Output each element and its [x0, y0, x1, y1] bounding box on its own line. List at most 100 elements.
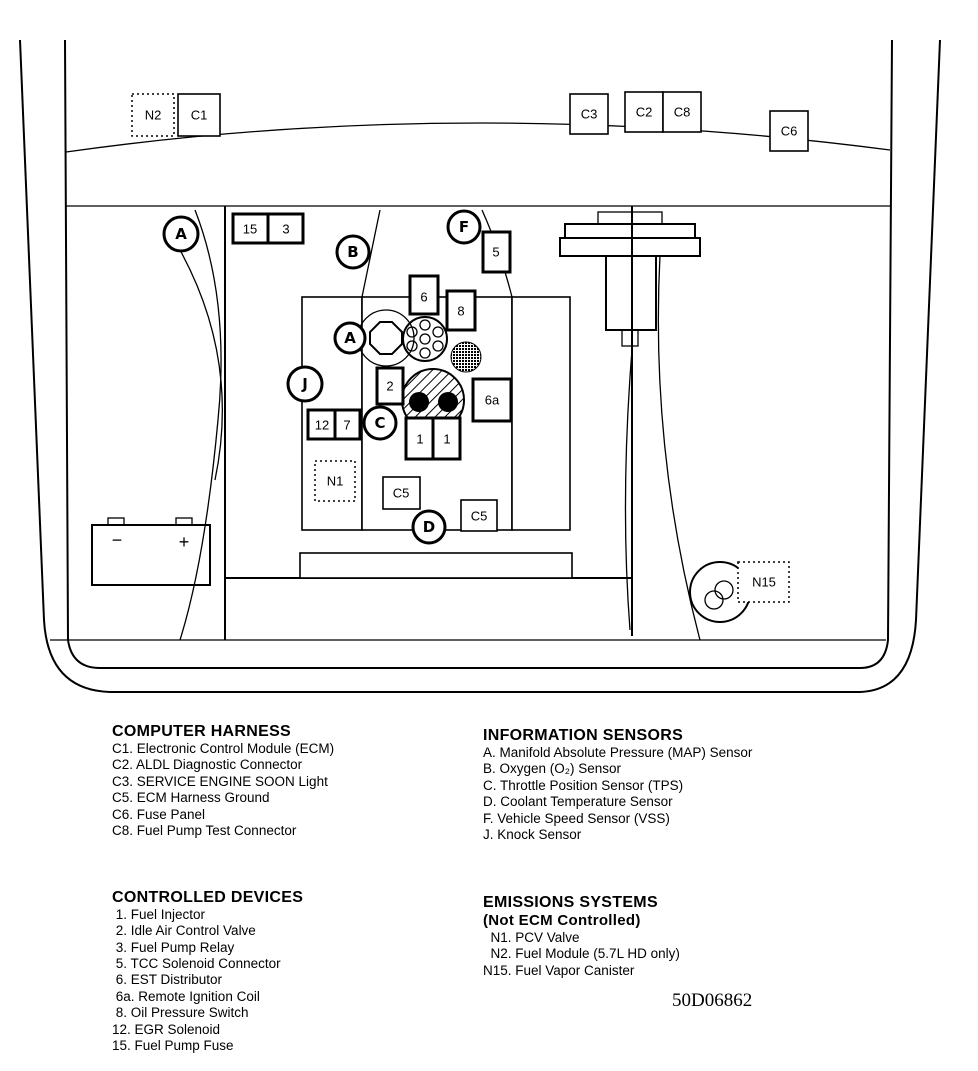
c8-fuel-pump-test-connector	[662, 91, 702, 133]
legend-item: C6. Fuse Panel	[112, 806, 206, 822]
box-7	[333, 408, 362, 441]
legend-item: 3. Fuel Pump Relay	[112, 939, 235, 955]
n1-pcv-valve	[314, 460, 356, 502]
air-cleaner-assembly	[559, 211, 701, 347]
sensor-j-marker	[286, 365, 324, 403]
legend-item: C3. SERVICE ENGINE SOON Light	[112, 773, 328, 789]
c6-label: C6	[781, 124, 798, 139]
oil-filler	[450, 341, 482, 373]
label-7: 7	[343, 418, 350, 433]
label-15: 15	[243, 222, 257, 237]
legend-item: C5. ECM Harness Ground	[112, 790, 270, 806]
c8-label: C8	[674, 105, 691, 120]
tcc-solenoid-connector-5	[481, 230, 512, 274]
legend-item: F. Vehicle Speed Sensor (VSS)	[483, 810, 670, 826]
n2-label: N2	[145, 108, 162, 123]
c1-label: C1	[191, 108, 208, 123]
label-1b: 1	[443, 432, 450, 447]
legend-emissions-systems: EMISSIONS SYSTEMS(Not ECM Controlled) N1…	[483, 861, 680, 995]
fuel-pump-fuse-15	[231, 212, 270, 245]
legend-item: 2. Idle Air Control Valve	[112, 923, 256, 939]
n15-label: N15	[752, 575, 776, 590]
legend-information-sensors: INFORMATION SENSORS A. Manifold Absolute…	[483, 727, 752, 843]
c3-label: C3	[581, 107, 598, 122]
legend-item: 6a. Remote Ignition Coil	[112, 988, 260, 1004]
label-2: 2	[386, 379, 393, 394]
emissions-systems-heading: EMISSIONS SYSTEMS	[483, 893, 658, 911]
fuel-pump-relay-3	[266, 212, 305, 245]
c5-ground-b	[460, 499, 498, 532]
distributor-cap	[402, 316, 448, 362]
est-distributor-6	[408, 274, 440, 316]
legend-computer-harness: COMPUTER HARNESS C1. Electronic Control …	[112, 723, 334, 839]
sensor-a-marker	[162, 215, 200, 253]
legend-item: N2. Fuel Module (5.7L HD only)	[483, 946, 680, 962]
sensor-a2-marker	[333, 321, 367, 355]
idle-air-control-valve-2	[375, 366, 405, 406]
legend-item: J. Knock Sensor	[483, 827, 582, 843]
fuel-injector-1b	[431, 416, 462, 461]
legend-item: N15. Fuel Vapor Canister	[483, 962, 635, 978]
controlled-devices-heading: CONTROLLED DEVICES	[112, 888, 304, 906]
sensor-d-label: D	[423, 518, 435, 536]
legend-item: C2. ALDL Diagnostic Connector	[112, 757, 303, 773]
battery-negative-terminal: −	[112, 530, 123, 550]
legend-item: B. Oxygen (O₂) Sensor	[483, 761, 622, 777]
emissions-systems-subheading: (Not ECM Controlled)	[483, 911, 641, 929]
sensor-j-label: J	[301, 375, 308, 393]
legend-controlled-devices: CONTROLLED DEVICES 1. Fuel Injector 2. I…	[112, 856, 303, 1071]
label-8: 8	[457, 304, 464, 319]
c5-label-b: C5	[471, 509, 488, 524]
engine-right-bank	[511, 296, 571, 531]
legend-item: 5. TCC Solenoid Connector	[112, 956, 281, 972]
c5-ground-a	[382, 476, 421, 510]
label-5: 5	[492, 245, 499, 260]
label-12: 12	[315, 418, 329, 433]
sensor-a2-label: A	[344, 329, 356, 347]
legend-item: D. Coolant Temperature Sensor	[483, 794, 673, 810]
label-3: 3	[282, 222, 289, 237]
information-sensors-heading: INFORMATION SENSORS	[483, 727, 684, 744]
n2-fuel-module	[131, 93, 175, 137]
c6-fuse-panel	[769, 110, 809, 152]
legend-item: C8. Fuel Pump Test Connector	[112, 823, 297, 839]
c2-label: C2	[636, 105, 653, 120]
sensor-f-marker	[446, 209, 482, 245]
computer-harness-heading: COMPUTER HARNESS	[112, 723, 292, 740]
battery: − +	[91, 517, 211, 586]
remote-ignition-coil-6a	[471, 377, 513, 423]
legend-item: 15. Fuel Pump Fuse	[112, 1038, 234, 1054]
c1-ecm	[177, 93, 221, 137]
legend-item: 1. Fuel Injector	[112, 906, 206, 922]
legend-item: 12. EGR Solenoid	[112, 1021, 221, 1037]
sensor-a-label: A	[175, 225, 187, 243]
throttle-body	[401, 368, 465, 432]
sensor-f-label: F	[459, 218, 469, 236]
legend-item: 6. EST Distributor	[112, 972, 223, 988]
map-sensor-hex	[369, 321, 403, 355]
c3-service-engine-soon-light	[569, 93, 609, 135]
label-6a: 6a	[485, 393, 500, 408]
sensor-d-marker	[411, 509, 447, 545]
vehicle-outline	[19, 39, 941, 693]
c5-label-a: C5	[393, 486, 410, 501]
legend-item: C1. Electronic Control Module (ECM)	[112, 741, 335, 756]
fuel-vapor-canister	[689, 561, 751, 623]
legend-item: C. Throttle Position Sensor (TPS)	[483, 777, 684, 793]
n15-canister-label-box	[737, 561, 790, 603]
battery-positive-terminal: +	[179, 532, 190, 552]
oil-pressure-switch-8	[445, 289, 477, 332]
sensor-c-marker	[362, 405, 398, 441]
sensor-b-label: B	[347, 243, 358, 261]
label-1a: 1	[416, 432, 423, 447]
legend-item: A. Manifold Absolute Pressure (MAP) Sens…	[483, 745, 753, 760]
figure-code: 50D06862	[672, 990, 753, 1011]
sensor-b-marker	[335, 234, 371, 270]
fuel-injector-1a	[404, 416, 435, 461]
c2-aldl-connector	[624, 91, 664, 133]
label-6: 6	[420, 290, 427, 305]
legend-item: 8. Oil Pressure Switch	[112, 1005, 249, 1021]
n1-label: N1	[327, 474, 344, 489]
sensor-c-label: C	[374, 414, 385, 432]
